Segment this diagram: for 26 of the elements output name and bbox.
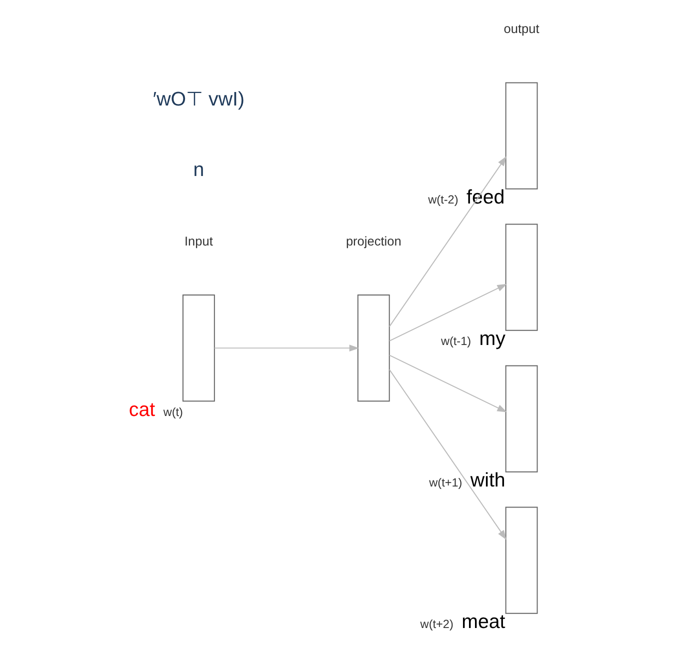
arrow [388, 354, 508, 412]
node-box [182, 294, 215, 402]
node-label: w(t+1) [429, 476, 462, 490]
node-label: w(t-1) [440, 335, 472, 348]
label: ′wO⊤ vwI) [152, 88, 245, 110]
node-box [505, 224, 538, 331]
node-label: w(t+2) [420, 618, 454, 632]
arrow [214, 344, 360, 352]
node-box [505, 506, 538, 614]
node-label: cat [128, 398, 156, 421]
node-box [505, 82, 538, 190]
node-label: with [470, 470, 506, 492]
node-label: w(t) [163, 406, 183, 419]
node-label: feed [466, 186, 505, 209]
arrow [388, 369, 507, 540]
label: output [504, 21, 540, 36]
label: n [193, 159, 204, 182]
node-box [357, 294, 390, 402]
arrow [388, 156, 507, 328]
label: projection [346, 233, 402, 248]
node-label: my [479, 328, 506, 350]
arrow [388, 284, 508, 342]
node-label: meat [462, 611, 506, 634]
node-box [505, 365, 538, 472]
node-label: w(t-2) [428, 194, 458, 207]
label: Input [184, 233, 213, 248]
